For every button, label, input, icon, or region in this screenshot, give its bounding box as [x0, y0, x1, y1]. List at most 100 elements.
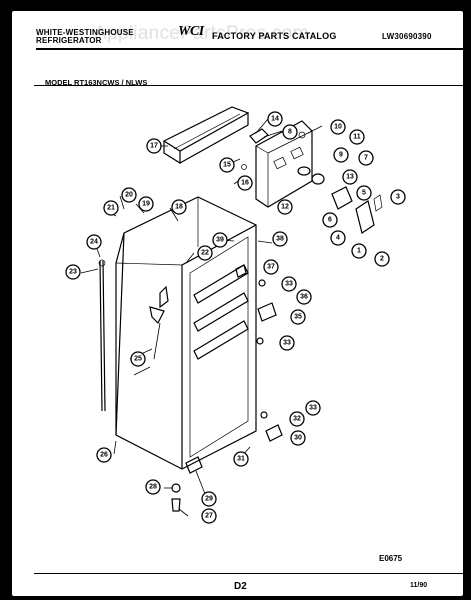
svg-text:20: 20 [125, 192, 133, 199]
svg-text:18: 18 [175, 204, 183, 211]
leader-lines [80, 118, 323, 517]
callout-14: 14 [267, 111, 283, 127]
callout-17: 17 [146, 138, 162, 154]
callout-2: 2 [374, 251, 390, 267]
svg-text:6: 6 [328, 217, 332, 224]
brand-line-2: REFRIGERATOR [36, 36, 102, 45]
callout-33-c: 33 [305, 400, 321, 416]
svg-text:1: 1 [357, 248, 361, 255]
callout-38: 38 [272, 231, 288, 247]
svg-text:29: 29 [205, 496, 213, 503]
header-rule [36, 48, 463, 50]
callout-3: 3 [390, 189, 406, 205]
callout-8: 8 [282, 124, 298, 140]
svg-text:33: 33 [309, 405, 317, 412]
callout-20: 20 [121, 187, 137, 203]
callout-11: 11 [349, 129, 365, 145]
svg-text:2: 2 [380, 256, 384, 263]
svg-text:3: 3 [396, 194, 400, 201]
callout-23: 23 [65, 264, 81, 280]
svg-text:23: 23 [69, 269, 77, 276]
revision-date: 11/90 [410, 582, 428, 589]
model-rule [34, 85, 463, 86]
model-line: MODEL RT163NCWS / NLWS [45, 78, 148, 87]
svg-text:16: 16 [241, 180, 249, 187]
control-panel-part [255, 120, 313, 208]
callout-24: 24 [86, 234, 102, 250]
callout-25: 25 [130, 351, 146, 367]
svg-text:36: 36 [300, 294, 308, 301]
svg-text:37: 37 [267, 264, 275, 271]
callout-33-b: 33 [279, 335, 295, 351]
door-rod-part [98, 259, 106, 412]
svg-text:38: 38 [276, 236, 284, 243]
callout-29: 29 [201, 491, 217, 507]
svg-text:31: 31 [237, 456, 245, 463]
svg-text:25: 25 [134, 356, 142, 363]
callout-10: 10 [330, 119, 346, 135]
top-cover-part [162, 106, 250, 165]
svg-text:10: 10 [334, 124, 342, 131]
svg-text:27: 27 [205, 513, 213, 520]
catalog-title: FACTORY PARTS CATALOG [212, 31, 337, 41]
cabinet-part [115, 196, 257, 470]
footer-rule [34, 573, 463, 574]
callout-28: 28 [145, 479, 161, 495]
callout-4: 4 [330, 230, 346, 246]
callout-21: 21 [103, 200, 119, 216]
svg-text:13: 13 [346, 174, 354, 181]
callout-13: 13 [342, 169, 358, 185]
svg-text:39: 39 [216, 237, 224, 244]
callout-6: 6 [322, 212, 338, 228]
svg-text:9: 9 [339, 152, 343, 159]
svg-text:32: 32 [293, 416, 301, 423]
brand-logo: WCI [178, 24, 204, 39]
svg-text:12: 12 [281, 204, 289, 211]
svg-text:26: 26 [100, 452, 108, 459]
callout-5: 5 [356, 185, 372, 201]
callout-33-a: 33 [281, 276, 297, 292]
callout-19: 19 [138, 196, 154, 212]
document-code: LW30690390 [382, 32, 432, 41]
svg-text:30: 30 [294, 435, 302, 442]
callout-16: 16 [237, 175, 253, 191]
callout-18: 18 [171, 199, 187, 215]
svg-text:11: 11 [353, 134, 361, 141]
callout-36: 36 [296, 289, 312, 305]
diagram-sheet: AppliancePartsPros.com WHITE-WESTINGHOUS… [12, 11, 463, 596]
callout-35: 35 [290, 309, 306, 325]
svg-text:14: 14 [271, 116, 279, 123]
callout-27: 27 [201, 508, 217, 524]
exploded-parts-diagram: 1 2 3 4 5 6 7 8 9 10 11 12 13 14 15 16 1… [65, 106, 406, 524]
page-number: D2 [234, 581, 247, 592]
callout-7: 7 [358, 150, 374, 166]
svg-text:22: 22 [201, 250, 209, 257]
brand-line-1: WHITE-WESTINGHOUSE [36, 28, 134, 37]
callout-30: 30 [290, 430, 306, 446]
callout-22: 22 [197, 245, 213, 261]
callout-31: 31 [233, 451, 249, 467]
svg-text:4: 4 [336, 235, 340, 242]
svg-text:21: 21 [107, 205, 115, 212]
callout-1: 1 [351, 243, 367, 259]
svg-text:24: 24 [90, 239, 98, 246]
callout-26: 26 [96, 447, 112, 463]
callout-15: 15 [219, 157, 235, 173]
svg-text:28: 28 [149, 484, 157, 491]
svg-text:33: 33 [285, 281, 293, 288]
hinge-leg-parts [171, 264, 283, 512]
callout-12: 12 [277, 199, 293, 215]
svg-text:33: 33 [283, 340, 291, 347]
watermark: AppliancePartsPros.com [94, 23, 309, 44]
figure-code: E0675 [379, 554, 403, 563]
svg-text:7: 7 [364, 155, 368, 162]
svg-text:8: 8 [288, 129, 292, 136]
callout-37: 37 [263, 259, 279, 275]
svg-text:19: 19 [142, 201, 150, 208]
svg-text:5: 5 [362, 190, 366, 197]
callout-32: 32 [289, 411, 305, 427]
svg-text:17: 17 [150, 143, 158, 150]
svg-text:35: 35 [294, 314, 302, 321]
callout-9: 9 [333, 147, 349, 163]
svg-text:15: 15 [223, 162, 231, 169]
